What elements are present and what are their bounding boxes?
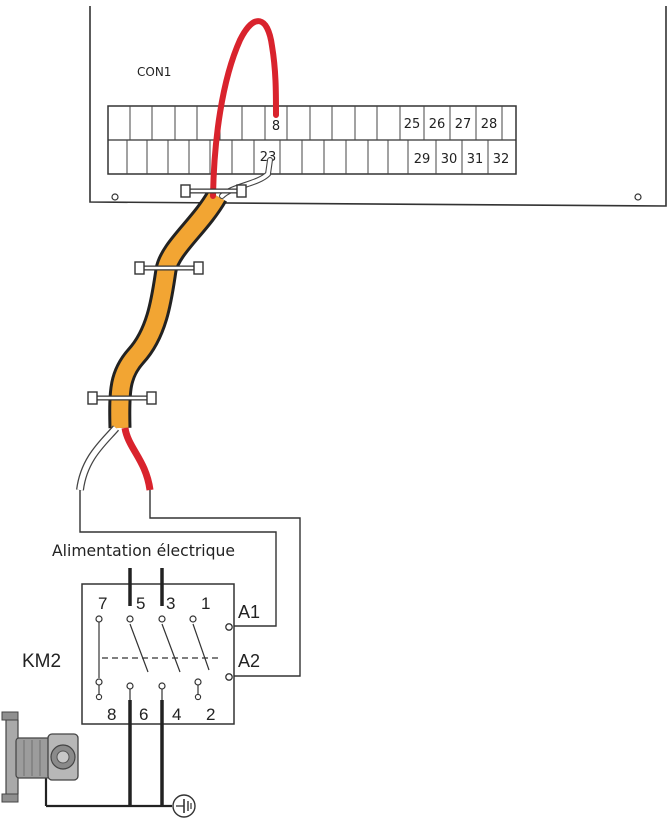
terminal-2-label: 2	[206, 705, 215, 724]
cable-clamp	[87, 391, 157, 405]
terminal-6-label: 6	[139, 705, 148, 724]
coil-terminal-a2-label: A2	[238, 651, 260, 671]
red-wire-out	[121, 427, 154, 491]
wire-white-to-a1	[79, 490, 277, 627]
terminal-label: 26	[429, 117, 446, 132]
cable-clamp	[180, 184, 247, 198]
connector-label: CON1	[137, 65, 171, 79]
mounting-hole-icon	[634, 193, 642, 201]
terminal-7-label: 7	[98, 594, 107, 613]
terminal-a2-icon	[225, 673, 233, 681]
relay-name-label: KM2	[22, 651, 61, 672]
relay-km2: 7 5 3 1 8 6 4 2 A1	[22, 568, 260, 725]
cable-clamp	[134, 261, 204, 275]
control-board: CON1	[89, 6, 667, 207]
coil-terminal-a1-label: A1	[238, 602, 260, 622]
terminal-label: 29	[414, 152, 431, 167]
terminal-block	[107, 105, 517, 175]
coil-wiring	[79, 490, 301, 677]
terminal-label: 31	[467, 152, 484, 167]
terminal-4-label: 4	[172, 705, 181, 724]
terminal-label: 30	[441, 152, 458, 167]
relay-body	[81, 583, 235, 725]
terminal-5-label: 5	[136, 594, 145, 613]
terminal-1-label: 1	[201, 594, 210, 613]
cable	[76, 18, 279, 491]
wire-red-to-a2	[149, 490, 301, 677]
board-outline	[89, 6, 667, 207]
terminal-3-label: 3	[166, 594, 175, 613]
output-wiring	[44, 700, 172, 808]
terminal-label: 8	[272, 119, 280, 134]
terminal-a1-icon	[225, 623, 233, 631]
circulator-pump-icon	[1, 711, 79, 803]
terminal-8-label: 8	[107, 705, 116, 724]
terminal-label: 27	[455, 117, 472, 132]
mounting-hole-icon	[111, 193, 119, 201]
terminal-label: 28	[481, 117, 498, 132]
terminal-label: 25	[404, 117, 421, 132]
supply-label: Alimentation électrique	[52, 541, 235, 560]
red-wire-to-terminal-8	[210, 18, 279, 199]
ground-icon	[172, 794, 196, 818]
cable-sheath	[108, 190, 228, 429]
terminal-label: 32	[493, 152, 510, 167]
